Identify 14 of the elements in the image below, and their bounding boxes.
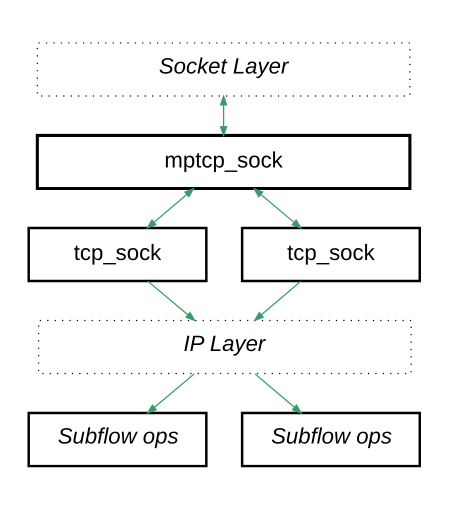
arrow	[146, 373, 195, 414]
node-box: IP Layer	[38, 320, 412, 374]
arrow	[254, 373, 303, 414]
arrow	[220, 94, 228, 138]
node-box: tcp_sock	[240, 226, 421, 282]
node-box: Socket Layer	[36, 42, 410, 97]
arrow	[148, 280, 196, 322]
arrow	[252, 188, 302, 230]
node-box: Subflow ops	[240, 412, 421, 468]
node-box: Subflow ops	[27, 412, 208, 468]
arrow	[146, 188, 195, 230]
arrow	[253, 280, 302, 322]
node-box: tcp_sock	[27, 226, 208, 282]
node-box: mptcp_sock	[36, 134, 412, 190]
